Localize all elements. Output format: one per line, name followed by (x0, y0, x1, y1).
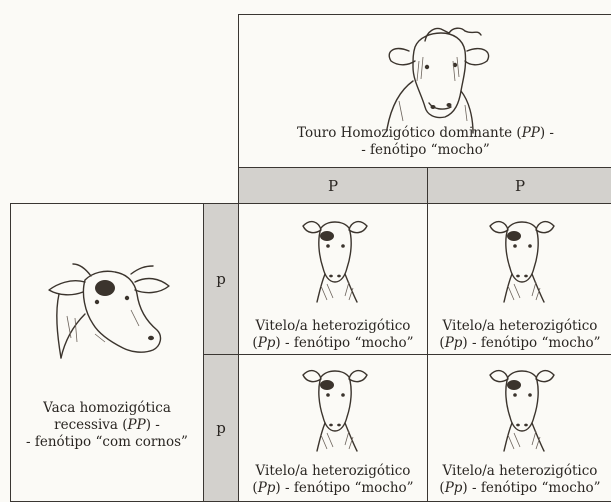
male-parent-label: Touro Homozigótico dominante ( (297, 125, 522, 141)
horned-cow-head-icon (35, 254, 185, 364)
calf-head-icon (484, 212, 560, 304)
offspring-label-1: Vitelo/a heterozigótico (256, 318, 411, 334)
female-parent-phenotype: - fenótipo “com cornos” (26, 434, 188, 450)
offspring-genotype-3: Pp (258, 480, 276, 496)
female-allele-2: p (216, 419, 226, 437)
offspring-genotype-4: Pp (445, 480, 463, 496)
offspring-phenotype-1: - fenótipo “mocho” (281, 335, 414, 351)
offspring-phenotype-2: - fenótipo “mocho” (468, 335, 601, 351)
male-parent-label-end: ) - (540, 125, 554, 141)
male-allele-header-2: P (427, 167, 611, 204)
offspring-caption-1: Vitelo/a heterozigótico (Pp) - fenótipo … (239, 318, 427, 352)
calf-head-icon (484, 361, 560, 453)
male-parent-caption: Touro Homozigótico dominante (PP) - - fe… (239, 125, 611, 159)
male-allele-header-1: P (238, 167, 428, 204)
calf-head-icon (297, 212, 373, 304)
male-allele-2: P (515, 177, 525, 195)
offspring-caption-2: Vitelo/a heterozigótico (Pp) - fenótipo … (428, 318, 611, 352)
female-allele-side-2: p (203, 354, 239, 502)
offspring-cell-2: Vitelo/a heterozigótico (Pp) - fenótipo … (427, 203, 611, 355)
male-parent-genotype: PP (522, 125, 540, 141)
female-parent-caption: Vaca homozigótica recessiva (PP) - - fen… (11, 400, 203, 451)
male-parent-cell: Touro Homozigótico dominante (PP) - - fe… (238, 14, 611, 168)
offspring-cell-4: Vitelo/a heterozigótico (Pp) - fenótipo … (427, 354, 611, 502)
offspring-label-3: Vitelo/a heterozigótico (256, 463, 411, 479)
offspring-label-2: Vitelo/a heterozigótico (443, 318, 598, 334)
offspring-cell-3: Vitelo/a heterozigótico (Pp) - fenótipo … (238, 354, 428, 502)
bull-head-icon (369, 21, 509, 139)
female-allele-1: p (216, 270, 226, 288)
female-parent-label: Vaca homozigótica (43, 400, 171, 416)
calf-head-icon (297, 361, 373, 453)
offspring-caption-4: Vitelo/a heterozigótico (Pp) - fenótipo … (428, 463, 611, 497)
offspring-genotype-1: Pp (258, 335, 276, 351)
female-parent-label-2: recessiva ( (54, 417, 127, 433)
offspring-phenotype-4: - fenótipo “mocho” (468, 480, 601, 496)
male-allele-1: P (328, 177, 338, 195)
offspring-phenotype-3: - fenótipo “mocho” (281, 480, 414, 496)
male-parent-phenotype: - fenótipo “mocho” (361, 142, 490, 158)
female-allele-side-1: p (203, 203, 239, 355)
female-parent-genotype: PP (128, 417, 146, 433)
female-parent-cell: Vaca homozigótica recessiva (PP) - - fen… (10, 203, 204, 502)
female-parent-label-2-end: ) - (146, 417, 160, 433)
offspring-caption-3: Vitelo/a heterozigótico (Pp) - fenótipo … (239, 463, 427, 497)
offspring-cell-1: Vitelo/a heterozigótico (Pp) - fenótipo … (238, 203, 428, 355)
offspring-genotype-2: Pp (445, 335, 463, 351)
offspring-label-4: Vitelo/a heterozigótico (443, 463, 598, 479)
